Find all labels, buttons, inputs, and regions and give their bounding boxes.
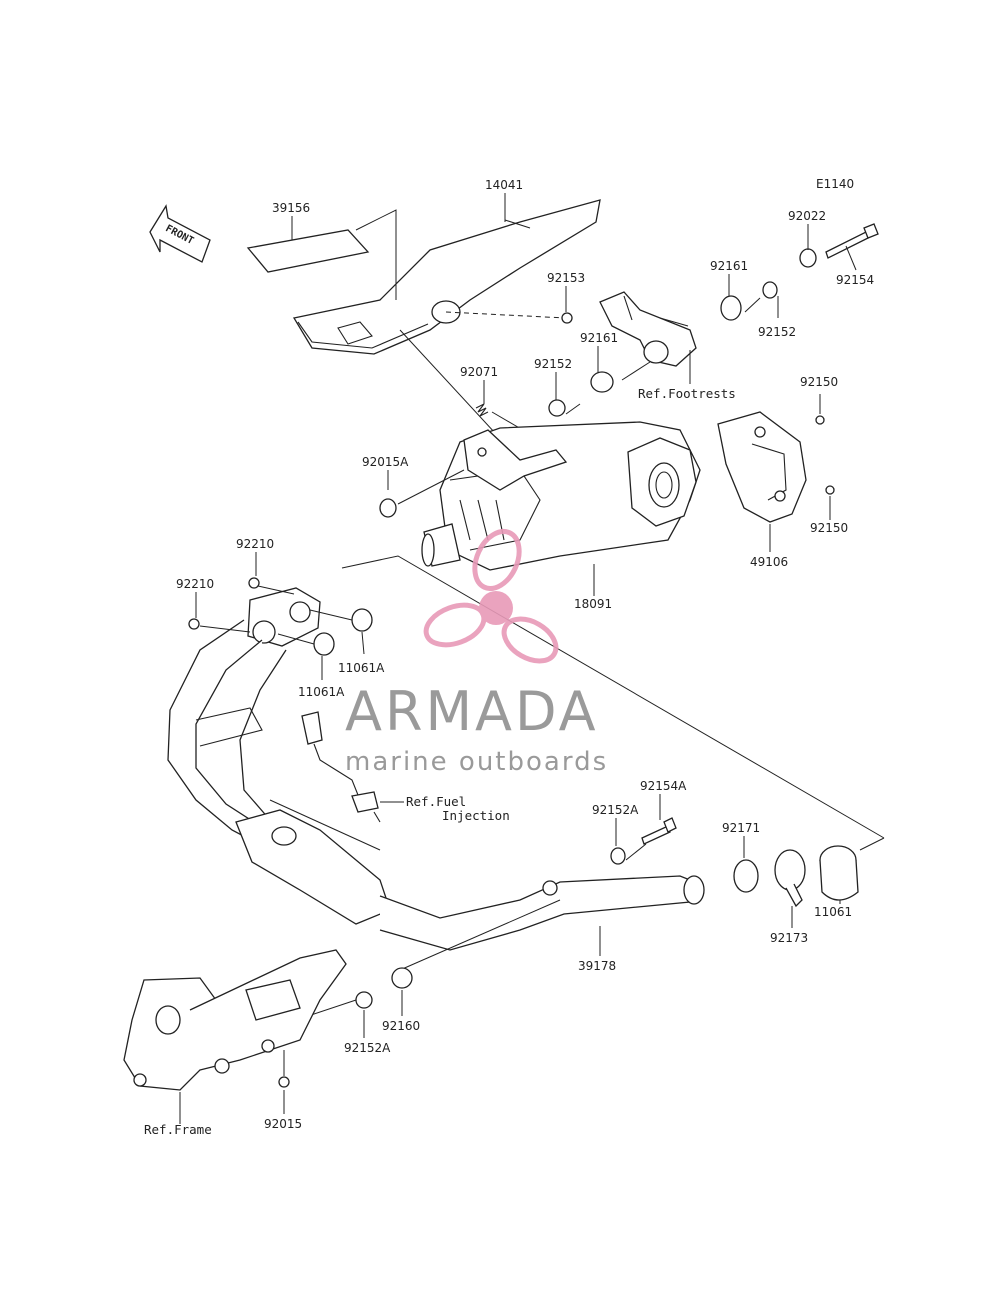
label-92015a: 92015A (362, 455, 409, 469)
collar-92152a-lower (355, 991, 373, 1009)
exhaust-header-pipe (167, 587, 705, 951)
label-92154a: 92154A (640, 779, 687, 793)
frame-bracket (123, 949, 347, 1091)
label-92150-upper: 92150 (800, 375, 838, 389)
label-14041: 14041 (485, 178, 523, 192)
footrest-bracket (599, 291, 697, 367)
gasket-11061 (819, 845, 859, 901)
sticker-39156 (246, 229, 370, 273)
label-92161-lower: 92161 (580, 331, 618, 345)
diagram-code: E1140 (816, 177, 854, 191)
nut-92015a (379, 498, 397, 518)
armada-logo-icon (423, 529, 559, 664)
watermark-subtitle: marine outboards (345, 747, 608, 777)
grommet-92161-upper (720, 295, 742, 321)
label-92022: 92022 (788, 209, 826, 223)
spring-92071 (475, 403, 489, 417)
nut-92210-upper (248, 577, 260, 589)
collar-92152-upper (762, 281, 778, 299)
label-11061a-lower: 11061A (298, 685, 345, 699)
label-49106: 49106 (750, 555, 788, 569)
label-11061a-upper: 11061A (338, 661, 385, 675)
bolt-92150-upper (815, 415, 825, 425)
label-92160: 92160 (382, 1019, 420, 1033)
collar-92152a-upper (610, 847, 626, 865)
watermark-title: ARMADA (345, 680, 599, 743)
bolt-92154a (641, 817, 677, 845)
gasket-11061a-lower (313, 632, 335, 656)
ref-fuel-injection-line2: Injection (442, 808, 510, 823)
label-92153: 92153 (547, 271, 585, 285)
label-92210-lower: 92210 (176, 577, 214, 591)
label-92171: 92171 (722, 821, 760, 835)
oxygen-sensor (301, 711, 381, 823)
clamp-92173 (774, 849, 806, 908)
label-18091: 18091 (574, 597, 612, 611)
ref-footrests: Ref.Footrests (638, 386, 736, 401)
label-92210-upper: 92210 (236, 537, 274, 551)
bolt-92154 (825, 223, 879, 259)
nut-92153 (561, 312, 573, 324)
nut-92015 (278, 1076, 290, 1088)
label-39178: 39178 (578, 959, 616, 973)
muffler-cover-49106 (717, 411, 807, 523)
label-92152-lower: 92152 (534, 357, 572, 371)
ref-frame: Ref.Frame (144, 1122, 212, 1137)
nut-92210-lower (188, 618, 200, 630)
muffler-18091 (421, 421, 701, 571)
label-92154: 92154 (836, 273, 874, 287)
label-92071: 92071 (460, 365, 498, 379)
label-92152a-upper: 92152A (592, 803, 639, 817)
label-39156: 39156 (272, 201, 310, 215)
label-92152-upper: 92152 (758, 325, 796, 339)
collar-92152-lower (548, 399, 566, 417)
clamp-92171 (733, 859, 759, 893)
label-92161-upper: 92161 (710, 259, 748, 273)
gasket-11061a-upper (351, 608, 373, 632)
side-cover-14041 (292, 199, 601, 355)
bolt-92150-lower (825, 485, 835, 495)
grommet-92161-lower (590, 371, 614, 393)
ref-fuel-injection-line1: Ref.Fuel (406, 794, 466, 809)
front-arrow-icon: FRONT (149, 204, 211, 263)
label-92173: 92173 (770, 931, 808, 945)
washer-92022 (799, 248, 817, 268)
label-92152a-lower: 92152A (344, 1041, 391, 1055)
grommet-92160 (391, 967, 413, 989)
label-11061: 11061 (814, 905, 852, 919)
label-92150-lower: 92150 (810, 521, 848, 535)
label-92015: 92015 (264, 1117, 302, 1131)
